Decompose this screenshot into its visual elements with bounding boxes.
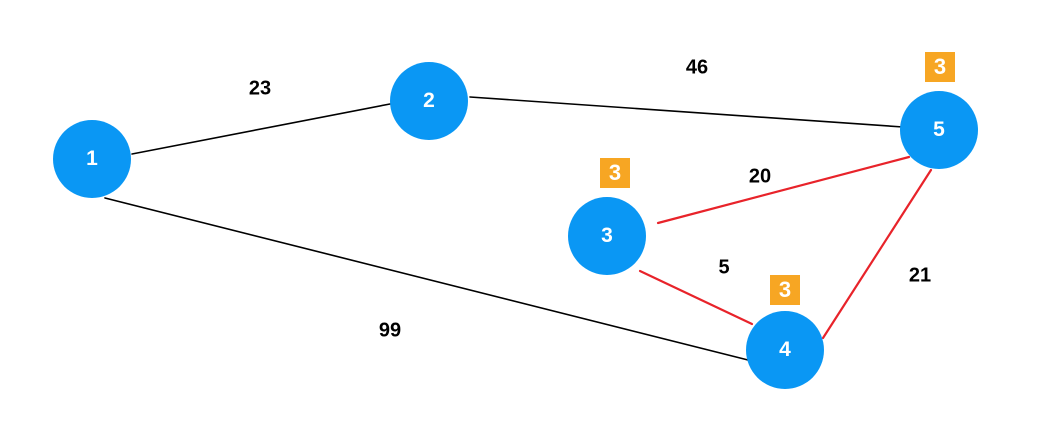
graph-node-2[interactable]: 2 xyxy=(390,62,468,140)
edge-4-5 xyxy=(821,168,933,340)
graph-node-5[interactable]: 5 xyxy=(900,91,978,169)
edge-weight-label-1-4: 99 xyxy=(378,319,402,342)
edge-3-4 xyxy=(638,269,754,326)
edge-weight-label-4-5: 21 xyxy=(908,264,932,287)
edge-weight-label-1-2: 23 xyxy=(248,77,272,100)
node-3-badge: 3 xyxy=(600,158,630,188)
edge-1-2 xyxy=(131,103,391,155)
edge-weight-label-3-4: 5 xyxy=(718,256,730,279)
node-4-badge: 3 xyxy=(770,275,800,305)
graph-node-4[interactable]: 4 xyxy=(746,311,824,389)
edge-2-5 xyxy=(469,96,904,128)
edge-3-5 xyxy=(656,155,911,225)
graph-node-1[interactable]: 1 xyxy=(53,120,131,198)
graph-node-3[interactable]: 3 xyxy=(568,197,646,275)
edge-weight-label-2-5: 46 xyxy=(685,56,709,79)
edge-weight-label-3-5: 20 xyxy=(748,165,772,188)
node-5-badge: 3 xyxy=(925,52,955,82)
edge-1-4 xyxy=(104,197,753,362)
